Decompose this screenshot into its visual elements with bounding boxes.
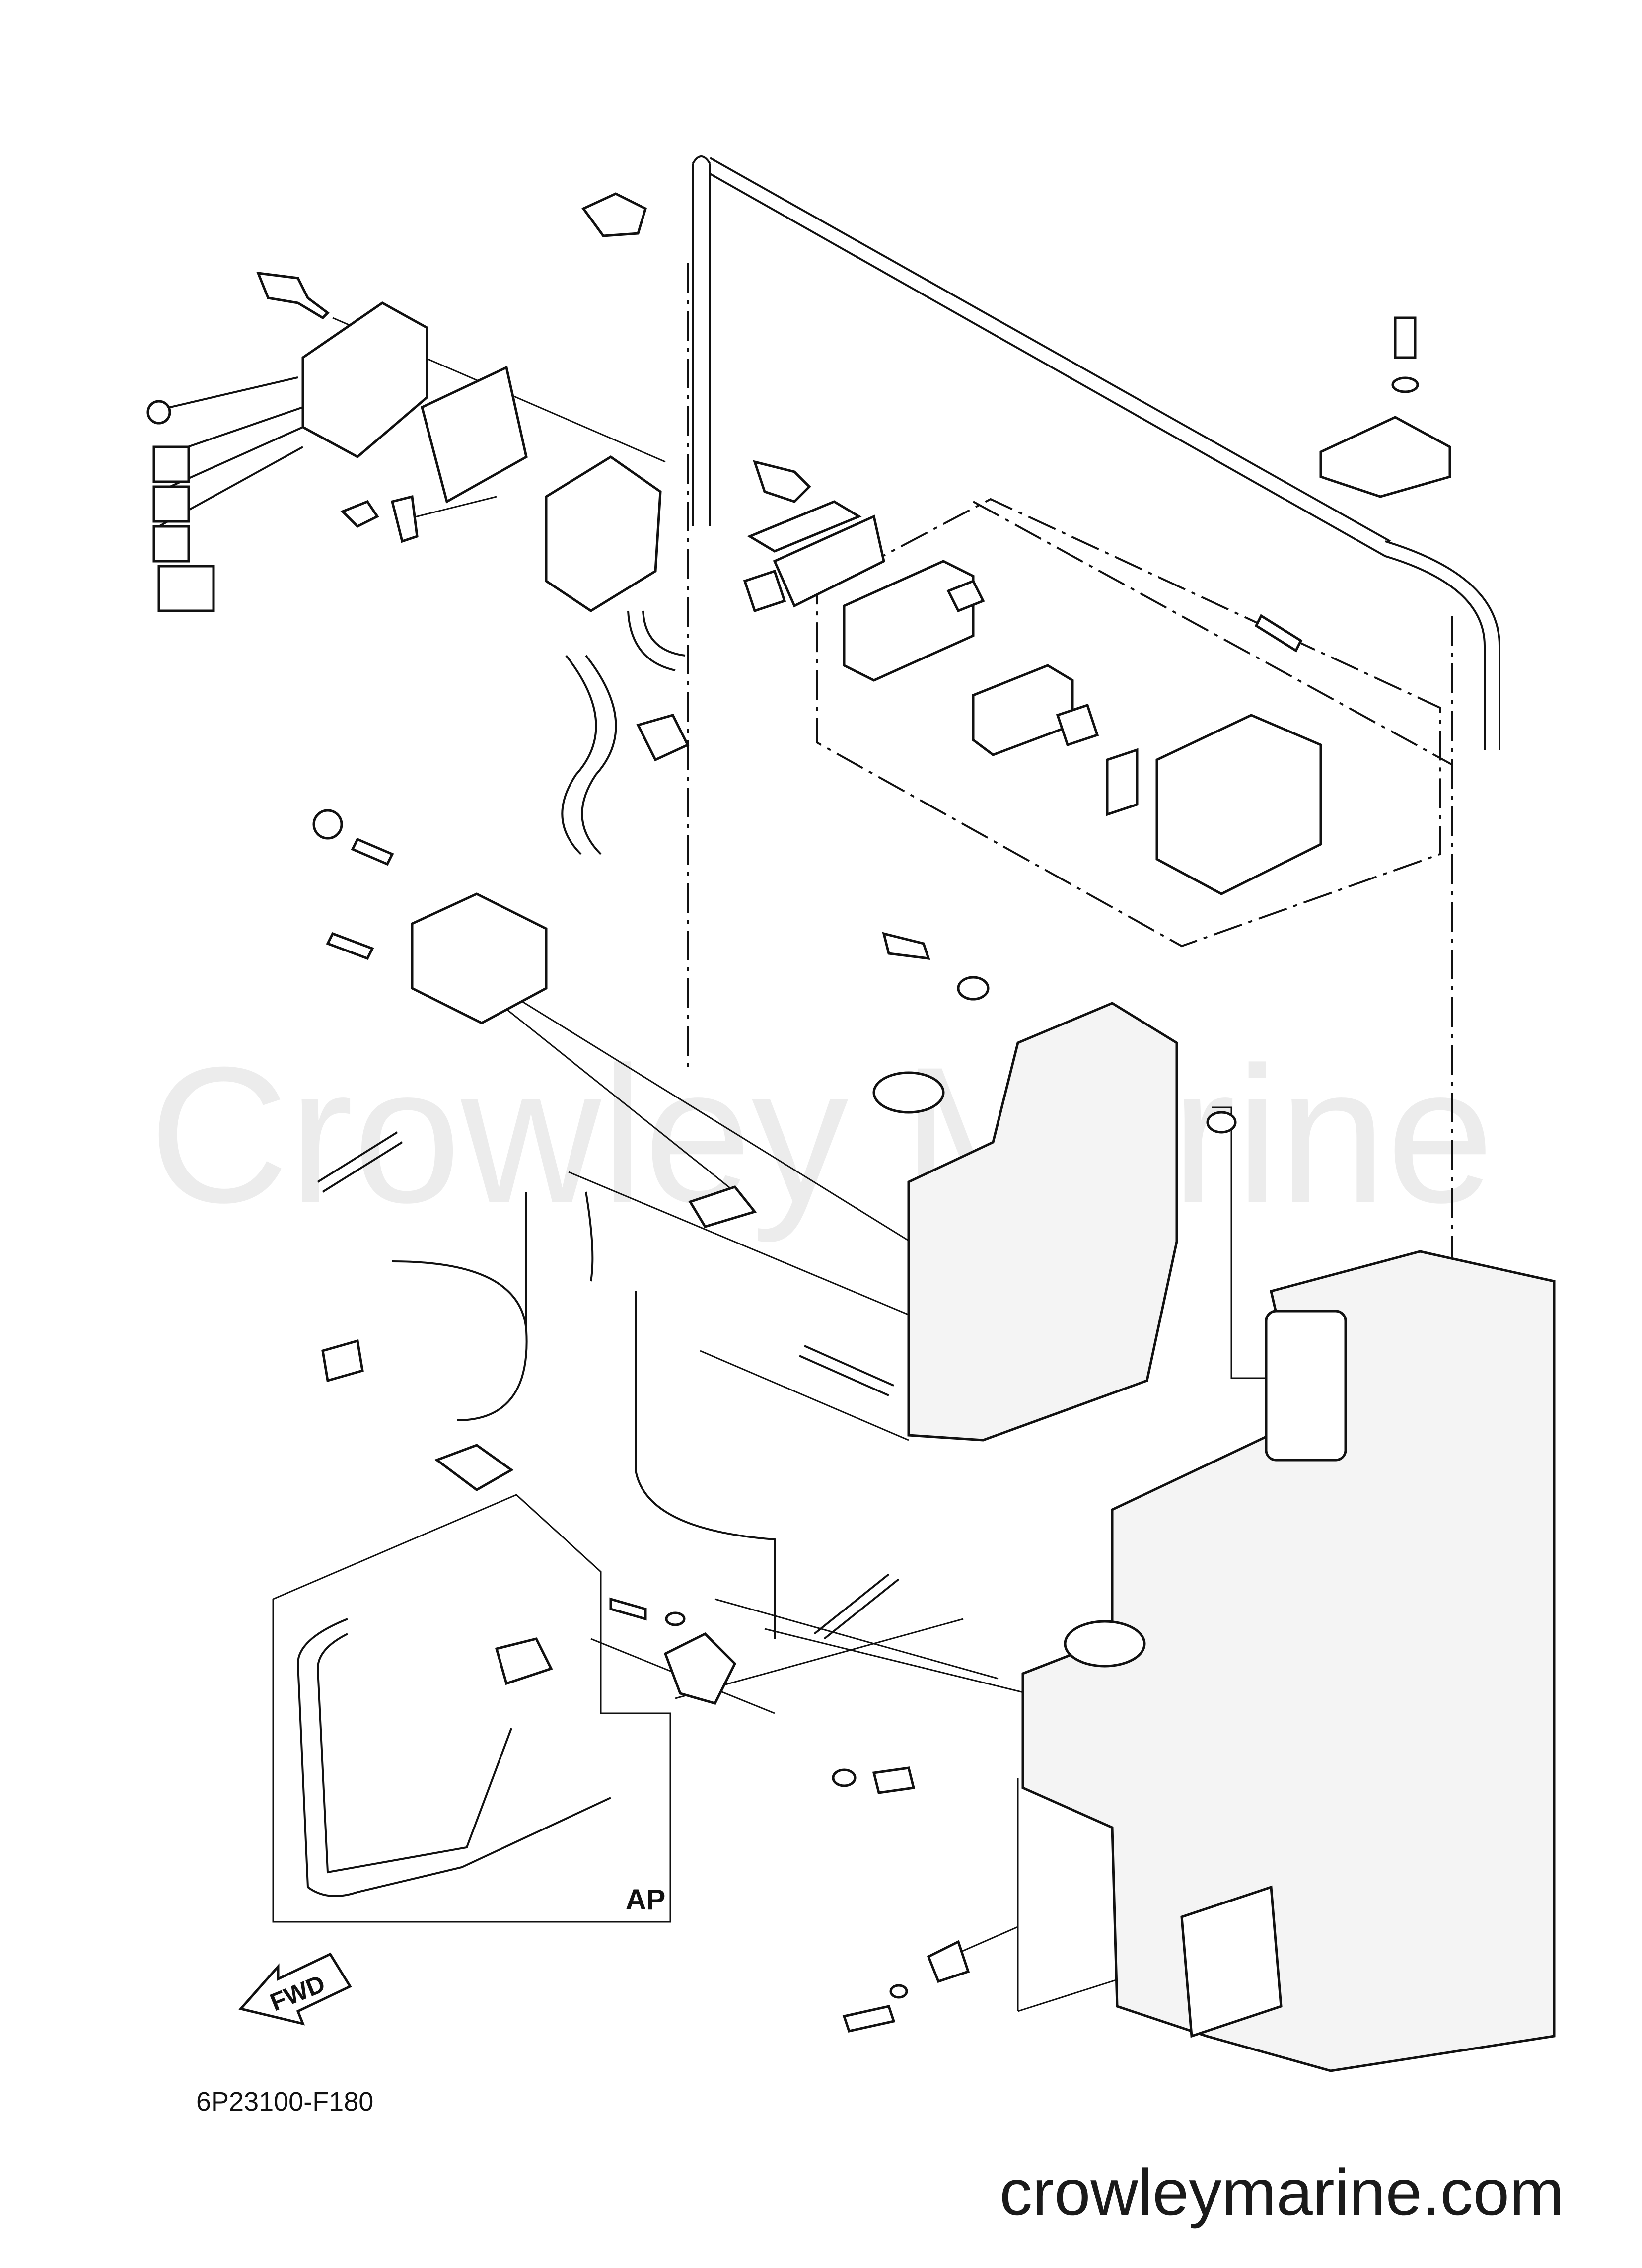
ap-box-label: AP <box>626 1884 666 1916</box>
website-footer: crowleymarine.com <box>999 2156 1564 2229</box>
watermark: Crowley Marine <box>149 1026 1494 1244</box>
fwd-arrow-icon: FWD <box>238 1952 352 2026</box>
diagram-code: 6P23100-F180 <box>196 2087 373 2117</box>
parts <box>146 155 1556 2072</box>
